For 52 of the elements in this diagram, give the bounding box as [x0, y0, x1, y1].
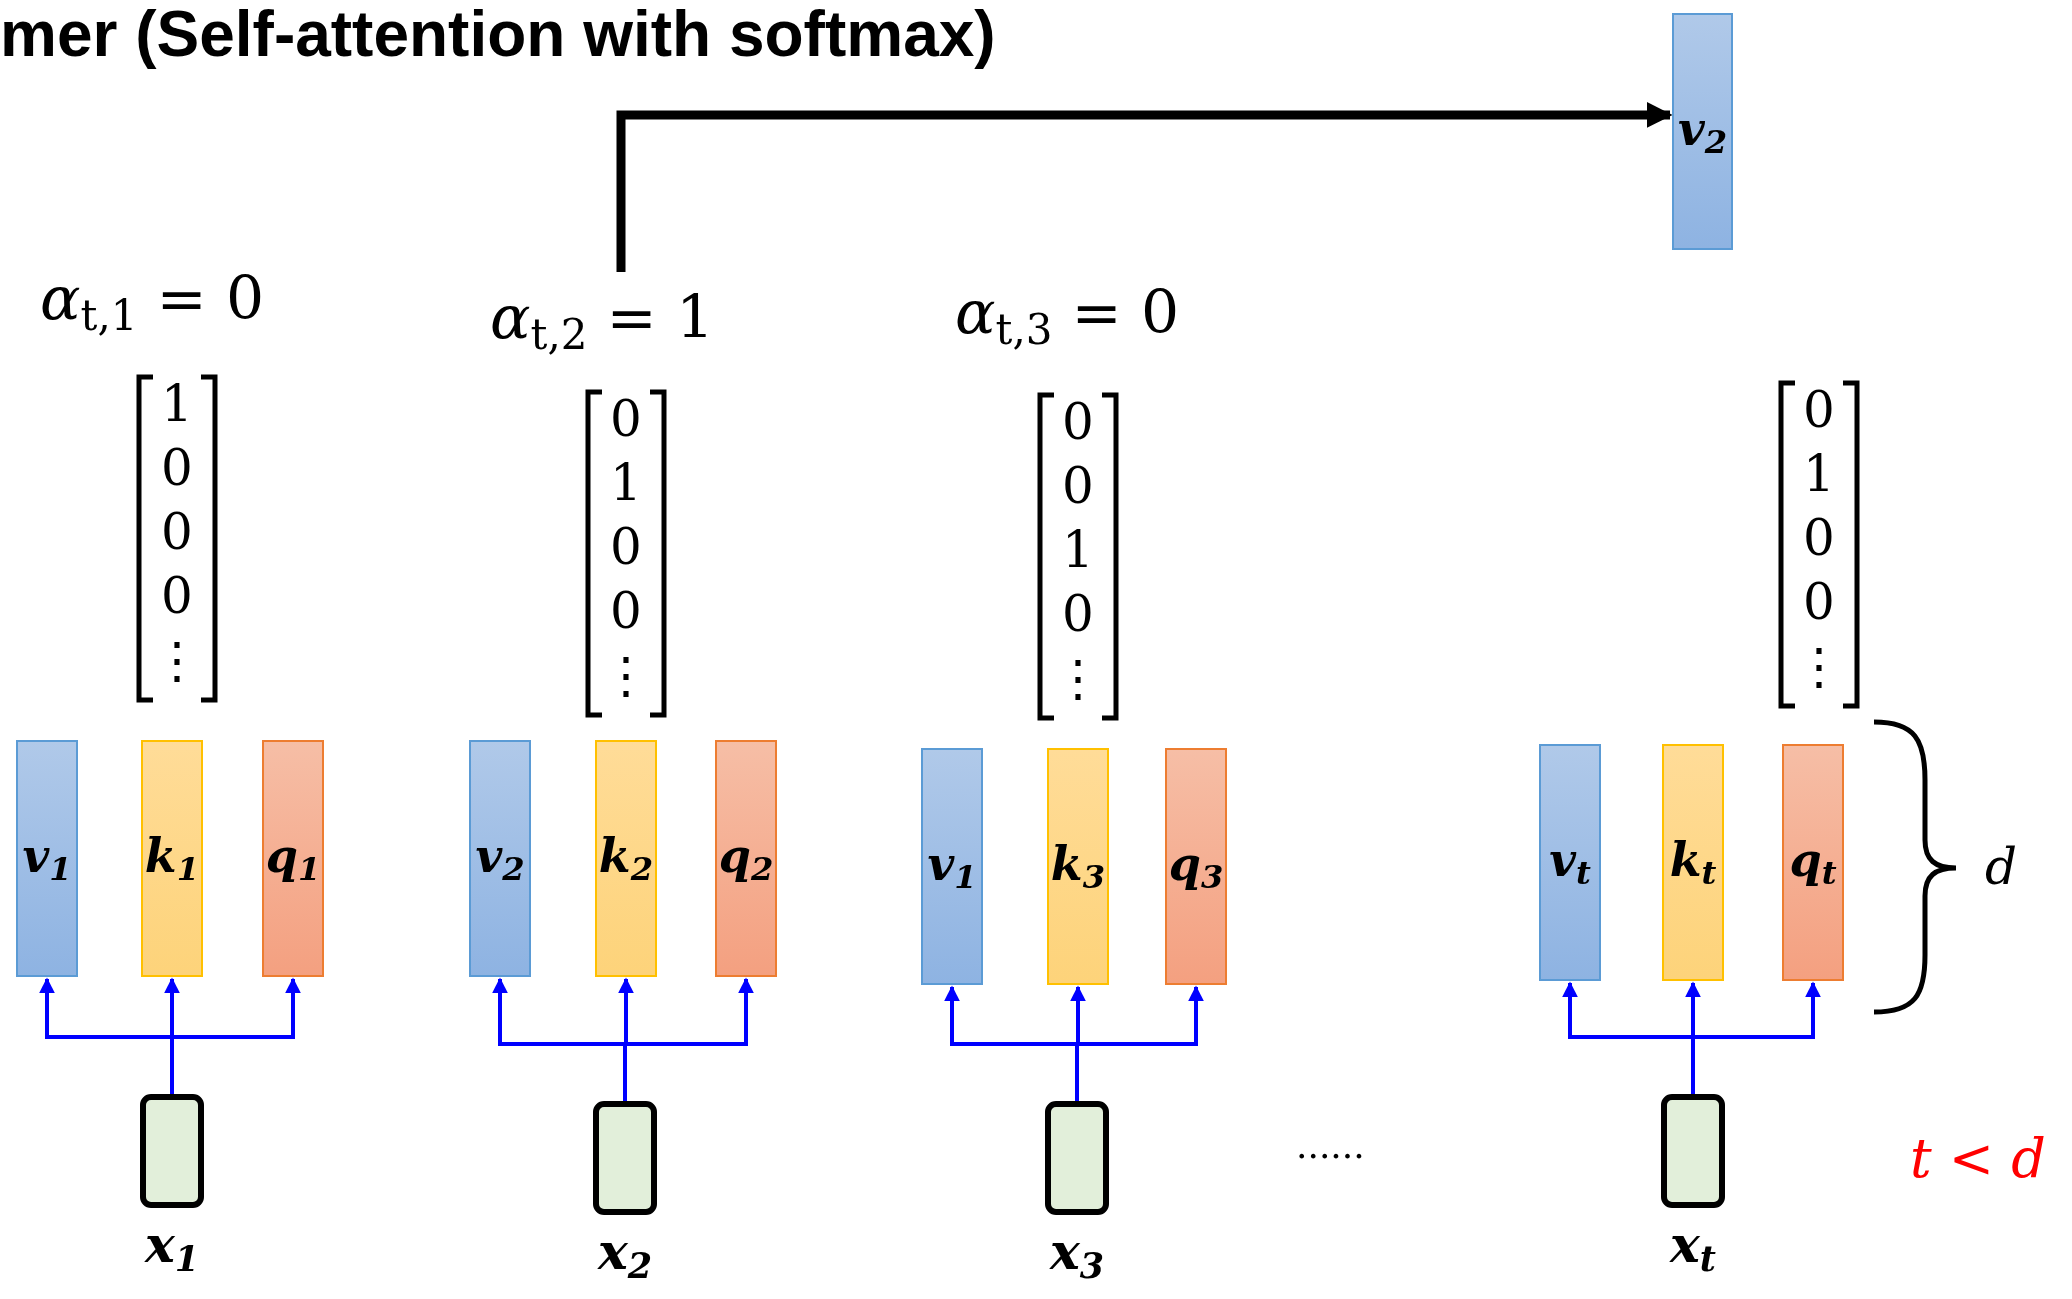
- arrow: [616, 101, 1673, 272]
- value-vector-bar: v$_{2}$: [1672, 13, 1733, 250]
- input-label: x$_{2}$: [596, 1227, 654, 1283]
- attention-weight: α$_{t,3}$ = 0: [955, 282, 1180, 351]
- input-vector-box: [593, 1101, 657, 1215]
- query-vector-bar: q$_{1}$: [262, 740, 324, 977]
- arrow: [1691, 981, 1821, 1094]
- value-vector-bar: v$_{1}$: [921, 748, 983, 985]
- value-vector-bar: v$_{t}$: [1539, 744, 1601, 981]
- value-vector-bar: v$_{2}$: [469, 740, 531, 977]
- input-label: x$_{1}$: [143, 1220, 201, 1276]
- value-vector-bar: v$_{1}$: [16, 740, 78, 977]
- ellipsis: ......: [1296, 1128, 1365, 1164]
- vector-entry: 0: [1061, 397, 1095, 447]
- input-vector-box: [1045, 1101, 1109, 1215]
- vector-entry: 0: [160, 571, 194, 621]
- vector-entry: 0: [160, 507, 194, 557]
- arrow: [623, 977, 754, 1101]
- vector-entry: 0: [609, 586, 643, 636]
- vector-entry: ⋮: [1052, 653, 1104, 703]
- vector-entry: 0: [609, 394, 643, 444]
- vector-entry: ⋮: [151, 635, 203, 685]
- condition-note: t < d: [1910, 1132, 2046, 1186]
- key-vector-bar: k$_{3}$: [1047, 748, 1109, 985]
- attention-weight: α$_{t,1}$ = 0: [40, 268, 265, 337]
- input-vector-box: [140, 1094, 204, 1208]
- vector-entry: ⋮: [600, 650, 652, 700]
- vector-entry: ⋮: [1793, 641, 1845, 691]
- vector-entry: 0: [609, 522, 643, 572]
- vector-entry: 1: [1061, 525, 1095, 575]
- vector-entry: 1: [160, 379, 194, 429]
- vector-entry: 0: [1061, 589, 1095, 639]
- vector-entry: 0: [1802, 577, 1836, 627]
- query-vector-bar: q$_{2}$: [715, 740, 777, 977]
- key-vector-bar: k$_{1}$: [141, 740, 203, 977]
- vector-entry: 0: [1802, 385, 1836, 435]
- query-vector-bar: q$_{t}$: [1782, 744, 1844, 981]
- dimension-label: d: [1985, 842, 2017, 892]
- attention-weight: α$_{t,2}$ = 1: [490, 272, 770, 362]
- input-vector-box: [1661, 1094, 1725, 1208]
- vector-entry: 1: [1802, 449, 1836, 499]
- arrow: [170, 977, 301, 1094]
- vector-entry: 1: [609, 458, 643, 508]
- vector-entry: 0: [160, 443, 194, 493]
- vector-entry: 0: [1061, 461, 1095, 511]
- key-vector-bar: k$_{2}$: [595, 740, 657, 977]
- input-label: x$_{t}$: [1668, 1220, 1717, 1276]
- input-label: x$_{3}$: [1048, 1227, 1106, 1283]
- arrow: [1075, 985, 1204, 1101]
- key-vector-bar: k$_{t}$: [1662, 744, 1724, 981]
- vector-entry: 0: [1802, 513, 1836, 563]
- query-vector-bar: q$_{3}$: [1165, 748, 1227, 985]
